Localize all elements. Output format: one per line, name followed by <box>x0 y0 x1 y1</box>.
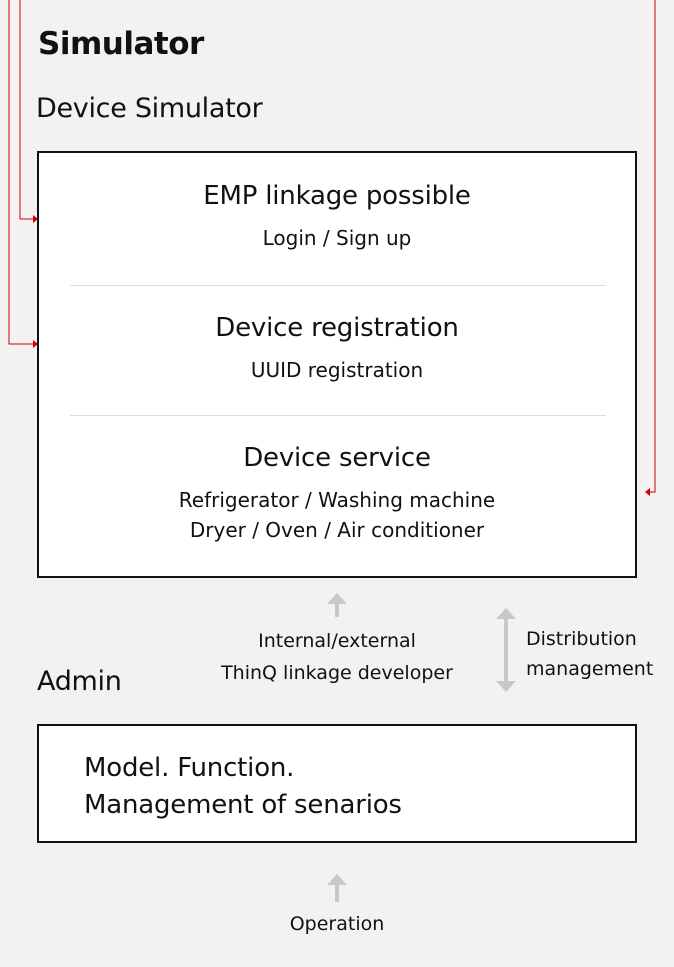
developer-up-arrow-icon <box>327 593 347 617</box>
device-simulator-box: EMP linkage possible Login / Sign up Dev… <box>37 151 637 578</box>
connector-arrowhead-registration <box>33 340 38 348</box>
page-subtitle: Device Simulator <box>36 93 263 124</box>
section-detail: Refrigerator / Washing machine <box>178 488 496 512</box>
admin-description: Model. Function. Management of senarios <box>84 750 402 824</box>
section-title: Device registration <box>215 313 459 343</box>
section-emp-linkage: EMP linkage possible Login / Sign up <box>39 181 635 253</box>
distribution-label-line: management <box>526 658 654 680</box>
page-title: Simulator <box>38 26 204 62</box>
admin-line: Management of senarios <box>84 790 402 820</box>
section-detail-list: Refrigerator / Washing machine Dryer / O… <box>39 485 635 545</box>
developer-label: Internal/external ThinQ linkage develope… <box>204 625 470 689</box>
connector-to-service <box>650 0 656 493</box>
section-title: EMP linkage possible <box>203 181 471 211</box>
section-divider <box>70 415 606 416</box>
distribution-double-arrow-icon <box>496 608 516 692</box>
section-device-service: Device service Refrigerator / Washing ma… <box>39 443 635 545</box>
section-divider <box>70 285 606 286</box>
section-detail: Login / Sign up <box>262 226 412 250</box>
section-device-registration: Device registration UUID registration <box>39 313 635 385</box>
admin-line: Model. Function. <box>84 753 295 783</box>
operation-up-arrow-icon <box>327 874 347 902</box>
connector-arrowhead-emp <box>33 215 38 223</box>
distribution-label: Distribution management <box>526 624 653 684</box>
developer-label-line: ThinQ linkage developer <box>221 662 453 684</box>
operation-label: Operation <box>289 913 385 935</box>
admin-title: Admin <box>37 666 122 697</box>
section-detail: Dryer / Oven / Air conditioner <box>189 518 485 542</box>
connector-to-registration <box>8 0 33 345</box>
developer-label-line: Internal/external <box>258 630 416 652</box>
section-detail: UUID registration <box>250 358 424 382</box>
distribution-label-line: Distribution <box>526 628 637 650</box>
section-title: Device service <box>243 443 431 473</box>
connector-to-emp <box>19 0 33 220</box>
connector-arrowhead-service <box>645 488 650 496</box>
admin-box: Model. Function. Management of senarios <box>37 724 637 843</box>
